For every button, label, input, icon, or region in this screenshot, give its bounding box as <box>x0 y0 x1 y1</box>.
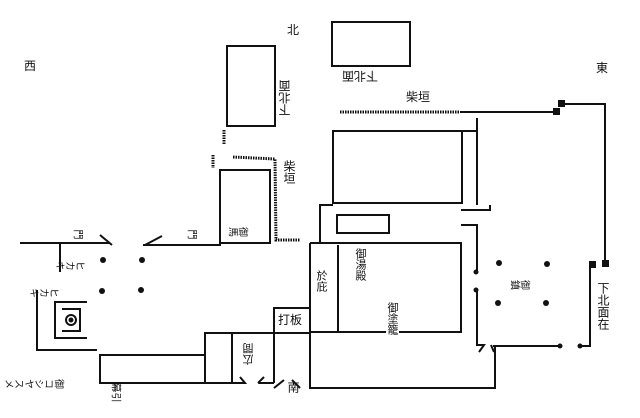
post <box>553 108 560 115</box>
label-goba: 御馬 <box>228 224 249 236</box>
shrine-icon <box>54 301 87 339</box>
fence-line-east <box>460 103 606 263</box>
label-hikaki-1: ヒカキ <box>55 258 86 270</box>
label-onurigome: 御塗籠 <box>386 302 399 335</box>
north-building-left <box>226 45 276 127</box>
label-shimo-kitamen-left: 下北面 <box>278 80 292 116</box>
gate-walls <box>20 234 221 246</box>
label-shimo-kitamen-zai: 下北面在 <box>596 282 610 330</box>
label-shibagaki-left: 柴垣 <box>282 160 296 184</box>
label-mon-right: 門 <box>185 229 197 240</box>
north-building-top <box>331 21 411 67</box>
small-room <box>204 332 233 384</box>
direction-south: 南 <box>286 381 300 393</box>
brushwood-fence-bits <box>211 130 300 242</box>
label-okoshiyasume: 御コシヤスメ <box>4 376 65 388</box>
main-hall-north <box>332 130 463 204</box>
label-shibagaki-top: 柴垣 <box>406 90 431 104</box>
post <box>558 100 565 107</box>
pillars <box>99 257 583 349</box>
direction-west: 西 <box>24 59 37 73</box>
post <box>602 260 609 267</box>
small-box <box>336 214 390 234</box>
main-structure <box>273 204 496 389</box>
west-walls <box>36 243 97 351</box>
label-uchiita: 打板 <box>278 313 303 327</box>
east-court-walls <box>461 205 591 353</box>
direction-north: 北 <box>287 23 300 37</box>
label-makuhiki: 幕引 <box>109 382 121 403</box>
curtain-corridor <box>99 354 206 384</box>
label-mon-left: 門 <box>71 229 83 240</box>
label-shimo-kitamen-top: 下北面 <box>342 69 379 83</box>
post <box>589 261 596 268</box>
label-hikaki-2: ヒカキ <box>29 285 60 297</box>
label-hiroma: 広間 <box>242 343 255 365</box>
label-ochin: 御鎮 <box>510 277 531 289</box>
stable <box>219 169 271 244</box>
label-ohisashi: 於庇 <box>315 270 328 292</box>
direction-east: 東 <box>596 61 609 75</box>
hall-east-wall <box>462 118 478 205</box>
label-oyudono: 御湯殿 <box>354 248 367 281</box>
